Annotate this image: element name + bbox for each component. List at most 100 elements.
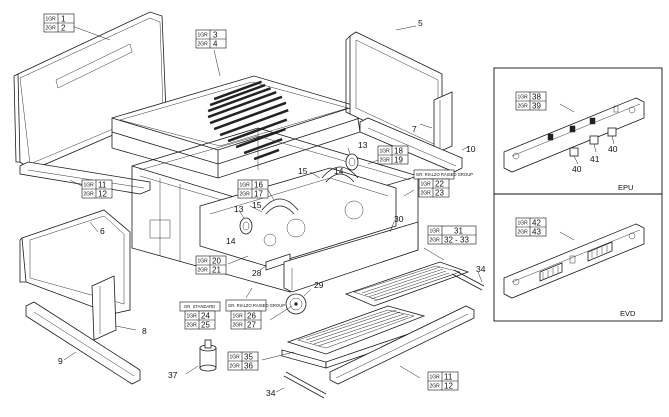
- tag-31-33-g1: 1GR: [430, 229, 441, 235]
- tag-31-33-v1: 31: [454, 227, 463, 236]
- tag-42-43-g2: 2GR: [518, 230, 529, 236]
- callout-14-right: 14: [334, 166, 344, 176]
- tag-31-33: 1GR 2GR 31 32 - 33: [427, 225, 477, 245]
- tag-11-12-left: 1GR 2GR 11 12: [81, 179, 113, 199]
- panel-label-epu: EPU: [618, 183, 633, 192]
- part-side-panel-1-2: [13, 11, 167, 171]
- evd-front-panel: [503, 223, 645, 299]
- tag-35-36: 1GR 2GR 35 36: [227, 351, 259, 371]
- callout-7: 7: [412, 124, 417, 134]
- tag-3-4: 1GR 2GR 3 4: [195, 29, 227, 49]
- tag-3-4-g2: 2GR: [198, 42, 209, 48]
- callout-15-right: 15: [298, 166, 308, 176]
- tag-11-12-left-g1: 1GR: [84, 183, 95, 189]
- tag-20-21: 1GR 2GR 20 21: [195, 255, 227, 275]
- callout-40-right: 40: [608, 144, 618, 154]
- callout-13-right: 13: [358, 140, 368, 150]
- tag-22-23-g1: 1GR: [421, 182, 432, 188]
- tag-26-27: GR. RIALZO RAISED GROUP 1GR 2GR 26 27: [225, 299, 285, 330]
- tag-3-4-v2: 4: [213, 40, 218, 49]
- callout-8: 8: [142, 326, 147, 336]
- tag-35-36-v1: 35: [244, 353, 253, 362]
- callout-40-left: 40: [572, 164, 582, 174]
- tag-18-19-g1: 1GR: [380, 149, 391, 155]
- tag-20-21-v1: 20: [212, 257, 221, 266]
- part-front-panel: [283, 221, 419, 293]
- tag-26-27-v1: 26: [247, 312, 256, 321]
- tag-42-43-g1: 1GR: [518, 221, 529, 227]
- tag-16-17-g1: 1GR: [240, 183, 251, 189]
- tag-22-23-g2: 2GR: [421, 191, 432, 197]
- tag-11-12-right-v1: 11: [444, 373, 453, 382]
- callout-30: 30: [394, 214, 404, 224]
- callout-13-left: 13: [234, 204, 244, 214]
- callout-28: 28: [252, 268, 262, 278]
- tag-26-27-g1: 1GR: [233, 314, 244, 320]
- part-clamps-15: [249, 166, 359, 215]
- callout-15-left: 15: [252, 200, 262, 210]
- tag-16-17-v1: 16: [254, 181, 263, 190]
- tag-22-23-v2: 23: [435, 189, 444, 198]
- tag-31-33-v2: 32 - 33: [444, 236, 469, 245]
- part-drip-tray-grid: [281, 247, 470, 369]
- tag-38-39-g1: 1GR: [518, 95, 529, 101]
- tag-31-33-g2: 2GR: [430, 238, 441, 244]
- tag-1-2-v1: 1: [61, 15, 66, 24]
- tag-1-2-v2: 2: [61, 24, 66, 33]
- tag-22-23-v1: 22: [435, 180, 444, 189]
- tag-18-19-v2: 19: [394, 156, 403, 165]
- tag-24-25-g1: 1GR: [187, 314, 198, 320]
- tag-38-39-v2: 39: [532, 102, 541, 111]
- callout-41: 41: [590, 154, 600, 164]
- tag-38-39-g2: 2GR: [518, 104, 529, 110]
- tag-18-19-v1: 18: [394, 147, 403, 156]
- panel-label-evd: EVD: [620, 309, 636, 318]
- part-gauge-29: [285, 289, 311, 315]
- callout-37: 37: [168, 370, 178, 380]
- tag-38-39: 1GR 2GR 38 39: [515, 91, 547, 111]
- part-rod-34-right: [451, 269, 485, 291]
- callout-6: 6: [100, 226, 105, 236]
- part-rail-9: [25, 301, 141, 385]
- tag-24-25: GR. STANDARD 1GR 2GR 24 25: [179, 301, 221, 330]
- tag-20-21-g1: 1GR: [198, 259, 209, 265]
- callout-14-left: 14: [226, 236, 236, 246]
- tag-42-43-v1: 42: [532, 219, 541, 228]
- callout-5: 5: [418, 18, 423, 28]
- tag-38-39-v1: 38: [532, 93, 541, 102]
- tag-3-4-g1: 1GR: [198, 33, 209, 39]
- tag-11-12-right-g2: 2GR: [430, 384, 441, 390]
- tag-24-25-g2: 2GR: [187, 323, 198, 329]
- callout-34-bottom: 34: [266, 388, 276, 398]
- tag-11-12-right-v2: 12: [444, 382, 453, 391]
- tag-20-21-g2: 2GR: [198, 268, 209, 274]
- part-top-cover-3-4: [111, 49, 361, 179]
- part-fitting-37: [185, 339, 217, 375]
- tag-42-43: 1GR 2GR 42 43: [515, 217, 547, 237]
- callout-34-right: 34: [476, 264, 486, 274]
- tag-3-4-v1: 3: [213, 31, 218, 40]
- tag-16-17: 1GR 2GR 16 17: [237, 179, 269, 199]
- callout-9: 9: [58, 356, 63, 366]
- tag-1-2-g1: 1GR: [46, 17, 57, 23]
- epu-front-panel: [503, 97, 645, 173]
- tag-35-36-g1: 1GR: [230, 355, 241, 361]
- tag-1-2: 1GR 2GR 1 2: [43, 13, 75, 33]
- callout-29: 29: [314, 280, 324, 290]
- tag-18-19: 1GR 2GR 18 19: [377, 145, 409, 165]
- epu-switches-40-41: [569, 127, 617, 165]
- tag-18-19-g2: 2GR: [380, 158, 391, 164]
- tag-26-27-header: GR. RIALZO RAISED GROUP: [228, 303, 285, 308]
- part-bearings-13-14: [239, 147, 359, 235]
- tag-11-12-left-v2: 12: [98, 190, 107, 199]
- tag-42-43-v2: 43: [532, 228, 541, 237]
- tag-22-23: GR. RIALZO RAISED GROUP 1GR 2GR 22 23: [413, 169, 473, 198]
- tag-16-17-v2: 17: [254, 190, 263, 199]
- tag-1-2-g2: 2GR: [46, 26, 57, 32]
- tag-11-12-left-g2: 2GR: [84, 192, 95, 198]
- tag-11-12-right-g1: 1GR: [430, 375, 441, 381]
- tag-leaders: [227, 159, 415, 361]
- part-rod-34-bottom: [275, 371, 327, 399]
- part-front-rail-11-12: [329, 305, 475, 385]
